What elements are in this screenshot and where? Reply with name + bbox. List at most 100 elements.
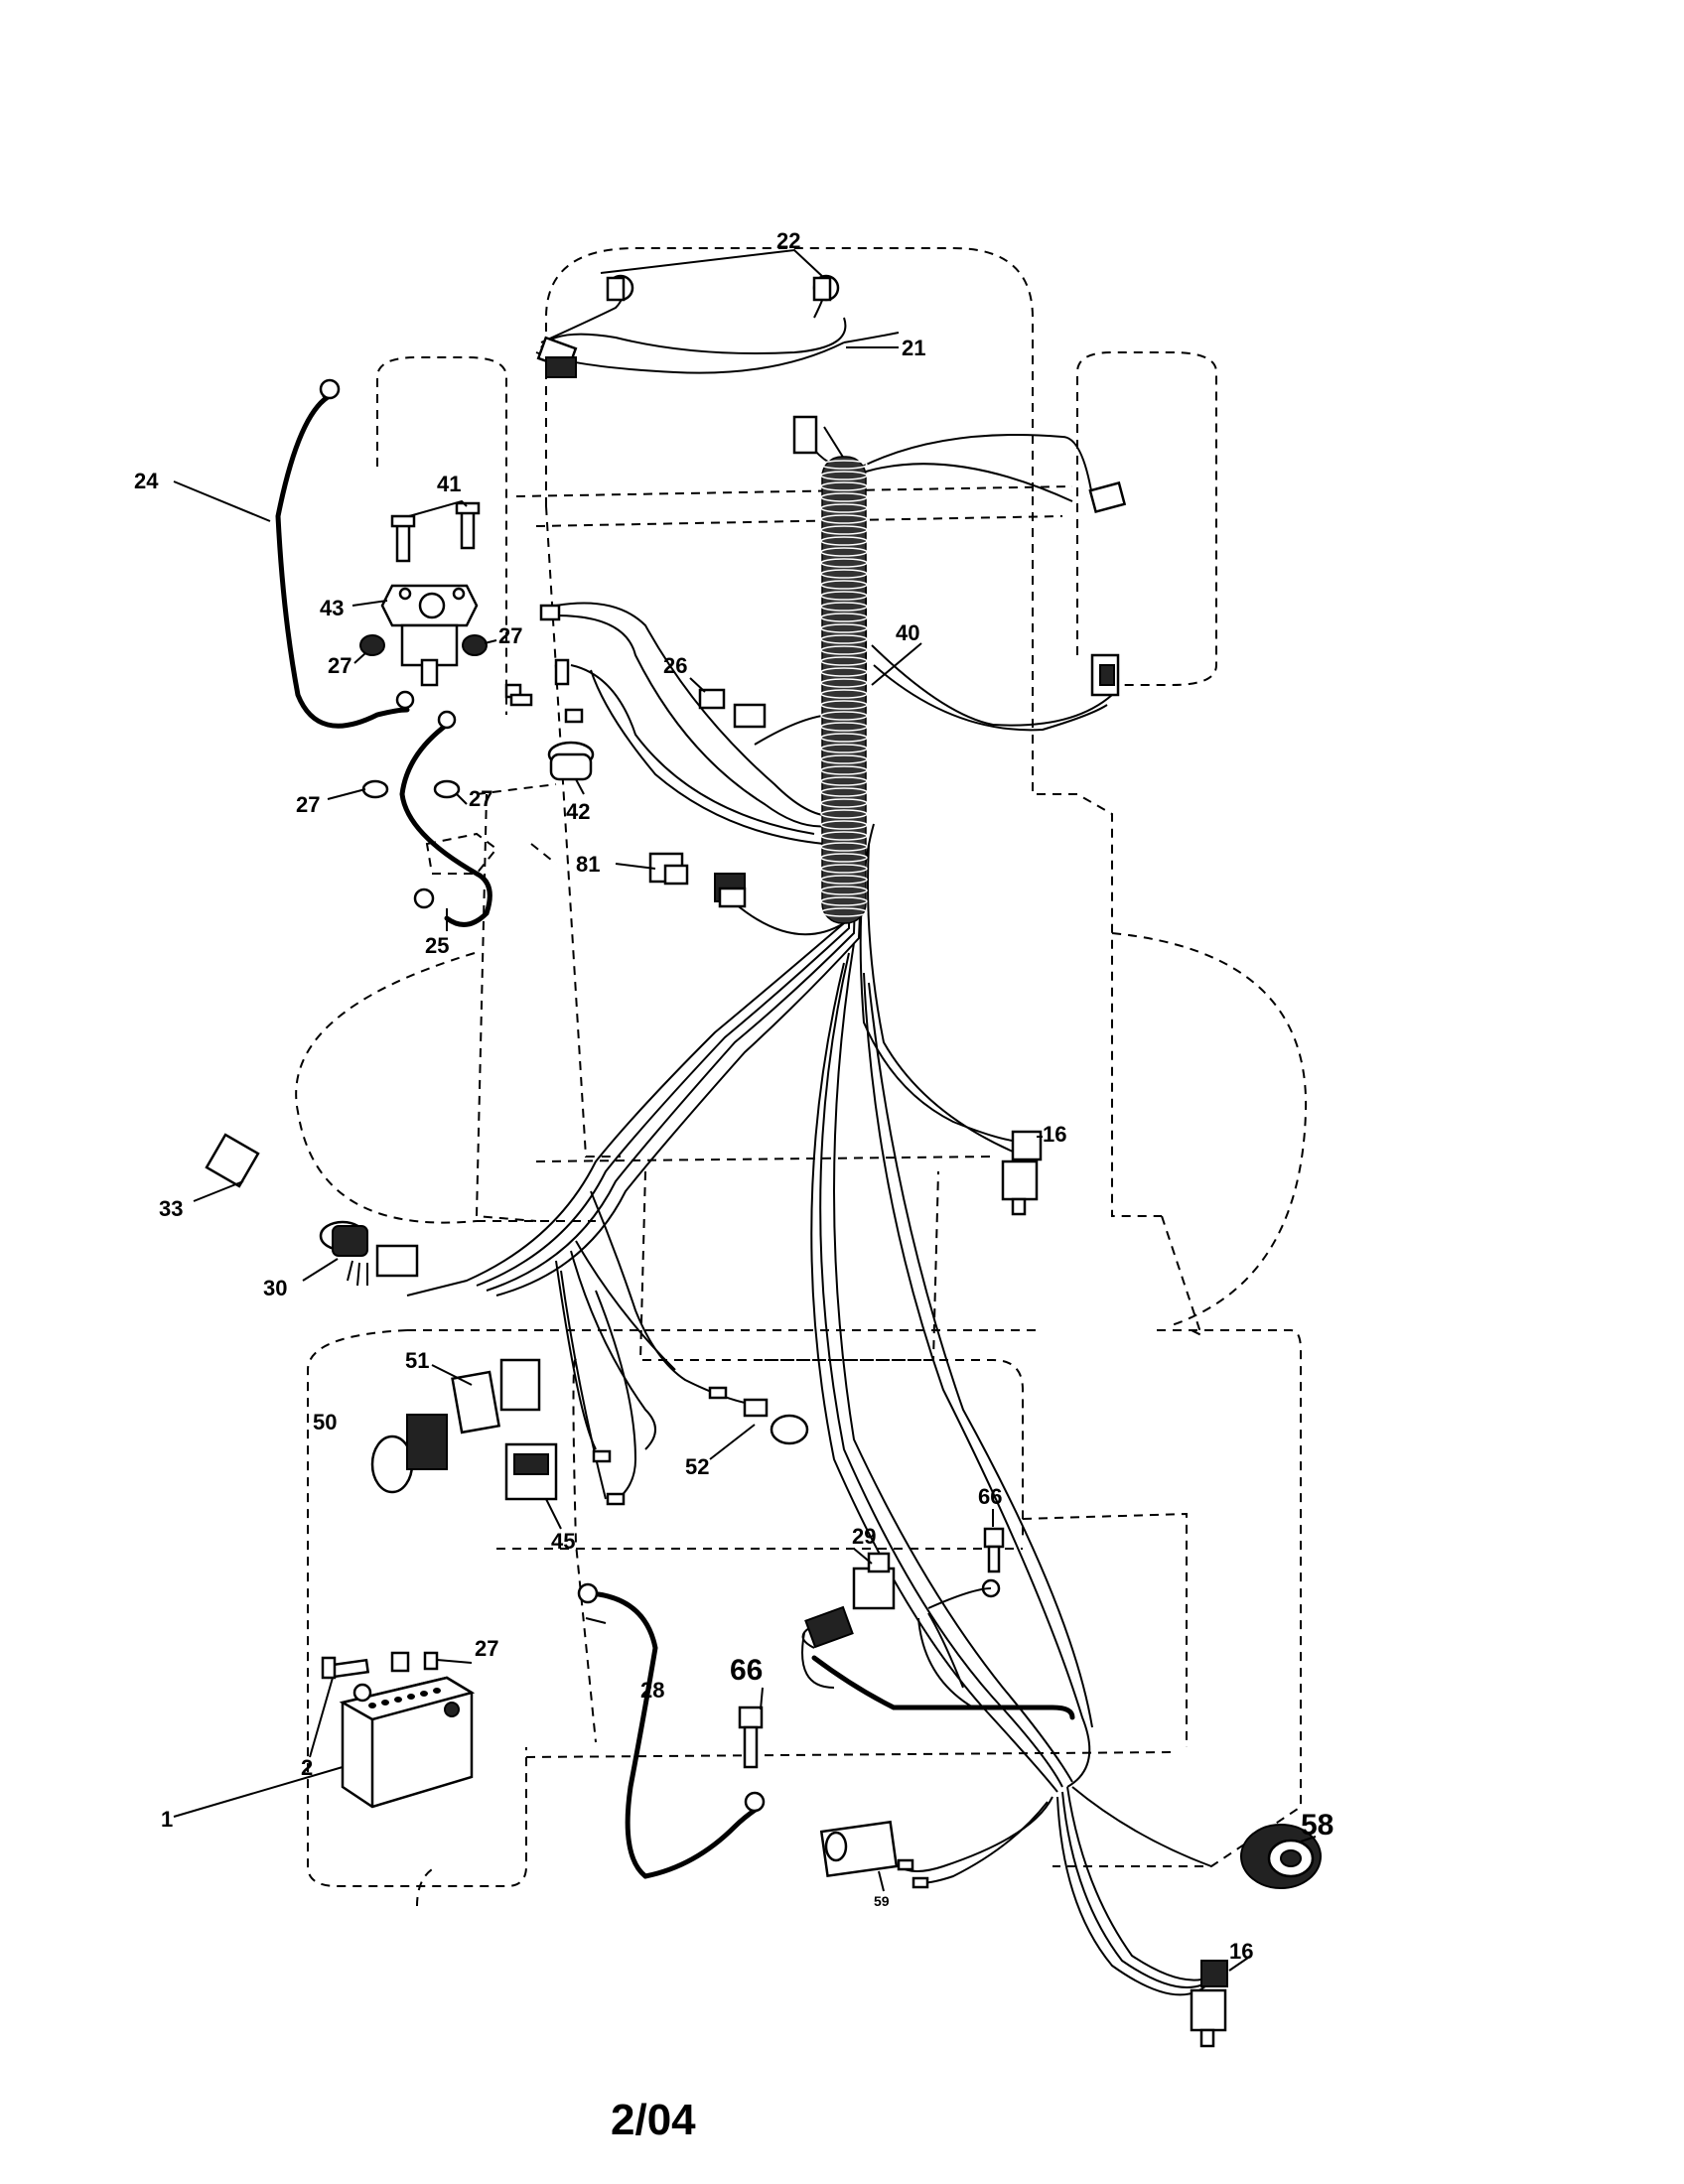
switch-29-wires (917, 1587, 992, 1708)
coil-ring (820, 471, 868, 480)
connector-top (792, 415, 818, 455)
coil-ring (820, 514, 868, 524)
label-27-lower-right: 27 (469, 786, 492, 811)
module-33 (205, 1133, 260, 1188)
label-29: 29 (852, 1524, 876, 1549)
solenoid-43 (380, 584, 479, 687)
coil-ring (820, 536, 868, 546)
label-16-lower: 16 (1229, 1939, 1253, 1964)
nut-27-lower-left (361, 779, 389, 799)
label-27-battery: 27 (475, 1636, 498, 1661)
label-28: 28 (640, 1678, 664, 1703)
coil-ring (820, 460, 868, 470)
label-27-left: 27 (328, 653, 351, 678)
terminal-ends (592, 1386, 929, 1889)
coil-ring (820, 733, 868, 743)
label-52: 52 (685, 1454, 709, 1479)
bolt-41-right (455, 501, 481, 550)
ring-terminal-solenoid-left (395, 690, 415, 710)
label-81: 81 (576, 852, 600, 877)
label-58: 58 (1301, 1809, 1333, 1842)
label-22: 22 (776, 228, 800, 253)
switch-16-upper (1001, 1130, 1043, 1216)
label-1: 1 (161, 1807, 173, 1832)
coiled-harness-40 (820, 456, 868, 924)
coil-ring (820, 831, 868, 841)
connector-right-seat (1090, 653, 1120, 697)
label-27-lower-left: 27 (296, 792, 320, 817)
screw-66-upper (983, 1527, 1005, 1573)
coil-ring (820, 656, 868, 666)
coil-ring (820, 787, 868, 797)
connector-26 (698, 688, 767, 729)
label-51: 51 (405, 1348, 429, 1373)
center-harness-wires (555, 602, 845, 936)
bolt-41-left (390, 514, 416, 563)
screw-66-lower (738, 1706, 764, 1769)
tractor-outline (295, 247, 1308, 1907)
ring-terminal-25 (413, 887, 435, 909)
battery-cell-cap (433, 1688, 441, 1694)
fuse-connectors (504, 604, 584, 724)
coil-ring (820, 754, 868, 764)
coil-ring (820, 667, 868, 677)
coil-ring (820, 820, 868, 830)
label-30: 30 (263, 1276, 287, 1300)
nut-27-lower-right (433, 779, 461, 799)
ignition-switch-30 (319, 1220, 419, 1287)
label-27-right: 27 (498, 623, 522, 648)
label-40: 40 (896, 620, 919, 645)
coil-ring (820, 602, 868, 612)
label-2: 2 (301, 1755, 313, 1780)
front-lights-harness (535, 287, 900, 374)
coil-ring (820, 842, 868, 852)
label-21: 21 (902, 336, 925, 360)
coil-ring (820, 492, 868, 502)
switch-16-lower (1190, 1960, 1228, 2048)
plunger-connector (801, 1605, 854, 1689)
label-66-lower: 66 (730, 1654, 763, 1687)
label-24: 24 (134, 469, 159, 493)
leader-lines (173, 248, 1317, 1972)
coil-ring (820, 503, 868, 513)
coil-ring (820, 864, 868, 874)
part-labels: 1 2 27 28 66 29 66 16 16 58 59 33 30 51 … (134, 228, 1333, 1964)
coil-ring (820, 623, 868, 633)
coil-ring (820, 722, 868, 732)
coil-ring (820, 798, 868, 808)
battery-cell-cap (394, 1697, 402, 1703)
label-50: 50 (313, 1410, 337, 1434)
ring-terminal-solenoid-right (437, 710, 457, 730)
relay-socket (714, 873, 747, 908)
label-41: 41 (437, 472, 461, 496)
ring-terminal-28-upper (577, 1582, 599, 1604)
light-connector-21 (536, 336, 578, 378)
coil-ring (820, 886, 868, 895)
switch-50 (406, 1414, 448, 1470)
label-43: 43 (320, 596, 344, 620)
nut-27-left (359, 634, 385, 656)
coil-ring (820, 907, 868, 917)
fuse-holder-42 (547, 741, 595, 781)
light-bulb-right (812, 274, 840, 302)
label-66-upper: 66 (978, 1484, 1002, 1509)
coil-ring (820, 613, 868, 622)
battery-cable-25 (399, 722, 492, 927)
coil-ring (820, 591, 868, 601)
battery-cell-cap (420, 1691, 428, 1697)
ring-terminal-28-lower (744, 1791, 766, 1813)
coil-ring (820, 580, 868, 590)
label-25: 25 (425, 933, 449, 958)
battery-terminal-clamps (390, 1651, 439, 1673)
switch-45 (504, 1442, 558, 1501)
coil-ring (820, 689, 868, 699)
coil-ring (820, 809, 868, 819)
label-45: 45 (551, 1529, 575, 1554)
battery-cell-cap (368, 1703, 376, 1708)
coil-ring (820, 853, 868, 863)
coil-ring (820, 547, 868, 557)
coil-ring (820, 634, 868, 644)
ground-cable-28 (588, 1590, 763, 1879)
label-26: 26 (663, 653, 687, 678)
